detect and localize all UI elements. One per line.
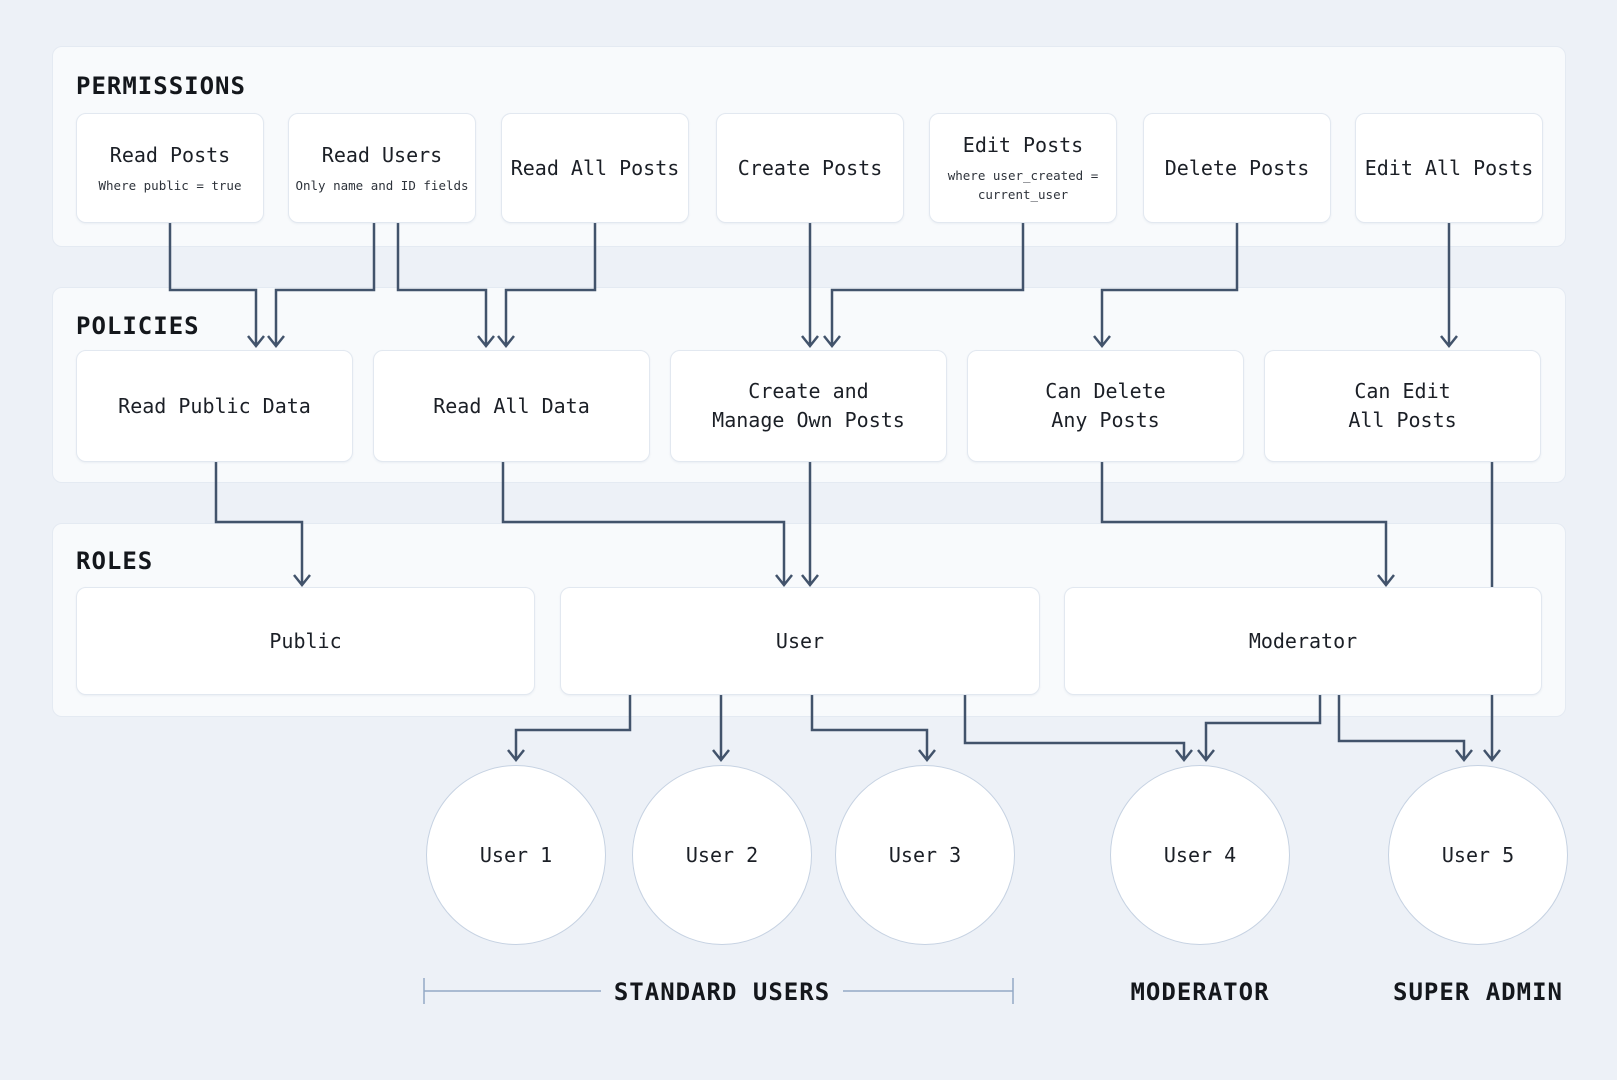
- roles-section-title: ROLES: [76, 547, 154, 575]
- user-circle-4: User 4: [1110, 765, 1290, 945]
- policy-title: Can Delete Any Posts: [1045, 379, 1166, 432]
- permission-subtitle: Only name and ID fields: [295, 177, 469, 193]
- policy-node-can-delete-any-posts: Can Delete Any Posts: [967, 350, 1244, 462]
- permission-node-edit-posts: Edit Posts where user_created = current_…: [929, 113, 1117, 223]
- role-node-public: Public: [76, 587, 535, 695]
- policy-node-read-public-data: Read Public Data: [76, 350, 353, 462]
- user-name: User 1: [479, 843, 553, 867]
- policy-node-read-all-data: Read All Data: [373, 350, 650, 462]
- group-label-moderator: MODERATOR: [1130, 978, 1270, 1006]
- policy-title: Create and Manage Own Posts: [712, 379, 905, 432]
- permission-title: Edit Posts: [962, 133, 1084, 158]
- group-label-standard-users: STANDARD USERS: [613, 978, 831, 1006]
- permission-title: Edit All Posts: [1364, 155, 1534, 180]
- permission-node-create-posts: Create Posts: [716, 113, 904, 223]
- permission-title: Read All Posts: [510, 155, 680, 180]
- role-title: User: [775, 628, 825, 653]
- user-circle-3: User 3: [835, 765, 1015, 945]
- user-circle-2: User 2: [632, 765, 812, 945]
- policy-node-can-edit-all-posts: Can Edit All Posts: [1264, 350, 1541, 462]
- user-circle-1: User 1: [426, 765, 606, 945]
- user-name: User 5: [1441, 843, 1515, 867]
- user-name: User 2: [685, 843, 759, 867]
- policy-node-create-manage-own-posts: Create and Manage Own Posts: [670, 350, 947, 462]
- user-circle-5: User 5: [1388, 765, 1568, 945]
- permission-title: Read Posts: [109, 142, 231, 167]
- user-name: User 3: [888, 843, 962, 867]
- policy-title: Can Edit All Posts: [1348, 379, 1457, 432]
- permission-node-edit-all-posts: Edit All Posts: [1355, 113, 1543, 223]
- permissions-section-title: PERMISSIONS: [76, 72, 246, 100]
- permission-title: Read Users: [321, 142, 443, 167]
- role-node-user: User: [560, 587, 1040, 695]
- permission-node-read-posts: Read Posts Where public = true: [76, 113, 264, 223]
- permission-title: Delete Posts: [1164, 155, 1310, 180]
- permission-subtitle: where user_created = current_user: [947, 168, 1099, 202]
- role-node-moderator: Moderator: [1064, 587, 1542, 695]
- group-label-super-admin: SUPER ADMIN: [1393, 978, 1563, 1006]
- role-title: Public: [269, 628, 342, 653]
- user-name: User 4: [1163, 843, 1237, 867]
- role-title: Moderator: [1248, 628, 1358, 653]
- policy-title: Read All Data: [433, 393, 590, 418]
- permission-node-read-all-posts: Read All Posts: [501, 113, 689, 223]
- permission-title: Create Posts: [737, 155, 883, 180]
- permission-node-read-users: Read Users Only name and ID fields: [288, 113, 476, 223]
- policies-section-title: POLICIES: [76, 312, 200, 340]
- permission-subtitle: Where public = true: [98, 177, 242, 193]
- permission-node-delete-posts: Delete Posts: [1143, 113, 1331, 223]
- policy-title: Read Public Data: [118, 393, 311, 418]
